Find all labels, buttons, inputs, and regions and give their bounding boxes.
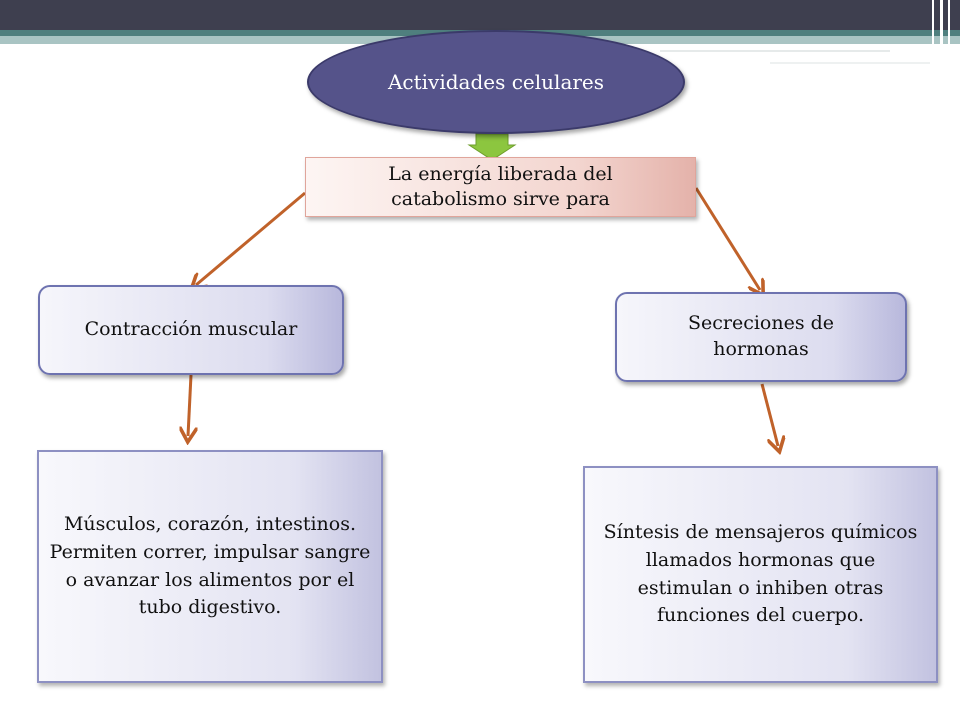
header-bar — [0, 0, 960, 30]
header-accent-line — [660, 50, 890, 52]
corner-decoration-line — [948, 0, 950, 62]
node-label: Contracción muscular — [84, 318, 298, 341]
node-energia-catabolismo: La energía liberada del catabolismo sirv… — [305, 157, 696, 217]
connector-secreciones-to-sintesis — [760, 383, 778, 446]
node-label: Secreciones de hormonas — [687, 312, 835, 360]
node-text: Síntesis de mensajeros químicos llamados… — [603, 521, 918, 627]
node-contraccion-muscular: Contracción muscular — [38, 285, 344, 375]
connector-energy-to-contraccion — [196, 191, 306, 285]
header-accent-line — [770, 62, 930, 64]
node-actividades-celulares: Actividades celulares — [307, 30, 685, 134]
node-secreciones-hormonas: Secreciones de hormonas — [615, 292, 907, 382]
node-sintesis-description: Síntesis de mensajeros químicos llamados… — [583, 466, 938, 683]
node-label: Actividades celulares — [387, 70, 605, 94]
connector-contraccion-to-musculos — [188, 374, 191, 436]
corner-decoration-line — [932, 0, 934, 62]
corner-decoration-line — [940, 0, 943, 62]
down-block-arrow — [467, 133, 517, 161]
node-label: La energía liberada del catabolismo sirv… — [388, 163, 613, 210]
node-text: Músculos, corazón, intestinos. Permiten … — [49, 513, 371, 619]
node-musculos-description: Músculos, corazón, intestinos. Permiten … — [37, 450, 383, 683]
connector-energy-to-secreciones — [694, 187, 760, 290]
